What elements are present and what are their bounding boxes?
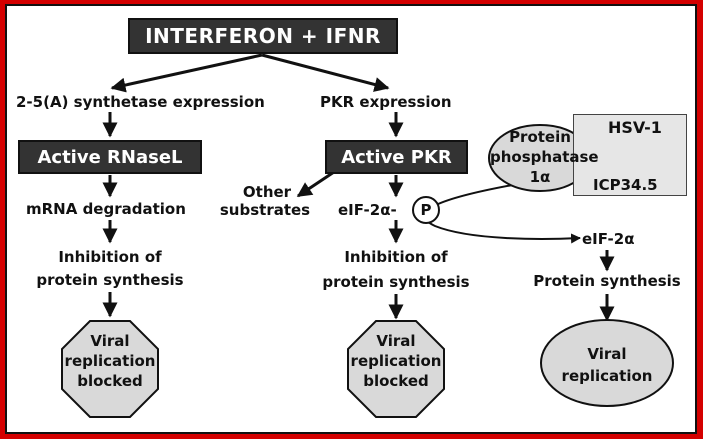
active-pkr-box: Active PKR <box>325 140 468 174</box>
arrow-phosphatase-curve <box>423 183 581 244</box>
middle-expression-label: PKR expression <box>320 93 452 111</box>
active-rnasel-box: Active RNaseL <box>18 140 202 174</box>
phosphatase-text: Protein phosphatase 1α <box>490 127 599 187</box>
left-outcome-line3: blocked <box>77 372 143 390</box>
right-outcome-text: Viral replication <box>547 343 667 387</box>
hsv-box <box>573 114 687 196</box>
other-substrates-line1: Other <box>242 183 292 201</box>
arrow-title-to-middle <box>261 53 390 92</box>
middle-outcome-line3: blocked <box>363 372 429 390</box>
middle-inhibition-line1: Inhibition of <box>344 248 448 266</box>
title-box: INTERFERON + IFNR <box>128 18 398 54</box>
left-outcome-octagon <box>61 320 159 418</box>
eif-phospho-label: eIF-2α- <box>338 201 397 219</box>
right-protein-synthesis-label: Protein synthesis <box>533 272 681 290</box>
right-outcome-line1: Viral <box>587 345 627 363</box>
right-outcome-ellipse <box>540 319 674 407</box>
left-outcome-text: Viral replication blocked <box>60 331 160 391</box>
mrna-degradation-label: mRNA degradation <box>26 200 186 218</box>
middle-outcome-line1: Viral <box>376 332 416 350</box>
left-inhibition-line1: Inhibition of <box>58 248 162 266</box>
other-substrates-line2: substrates <box>219 201 311 219</box>
middle-outcome-text: Viral replication blocked <box>346 331 446 391</box>
phosphate-circle <box>412 196 440 224</box>
hsv-label: HSV-1 <box>608 118 662 137</box>
eif-dephospho-label: eIF-2α <box>582 230 635 248</box>
left-outcome-line1: Viral <box>90 332 130 350</box>
middle-outcome-octagon <box>347 320 445 418</box>
left-inhibition-line2: protein synthesis <box>36 271 184 289</box>
right-outcome-line2: replication <box>561 367 653 385</box>
phosphatase-line1: Protein <box>509 128 571 146</box>
left-outcome-line2: replication <box>64 352 156 370</box>
phosphate-label: P <box>420 201 432 219</box>
middle-outcome-line2: replication <box>350 352 442 370</box>
phosphatase-line3: 1α <box>529 168 551 186</box>
arrow-title-to-left <box>110 53 263 93</box>
middle-inhibition-line2: protein synthesis <box>322 273 470 291</box>
left-expression-label: 2-5(A) synthetase expression <box>16 93 265 111</box>
icp-label: ICP34.5 <box>593 176 658 194</box>
phosphatase-line2: phosphatase <box>490 148 599 166</box>
